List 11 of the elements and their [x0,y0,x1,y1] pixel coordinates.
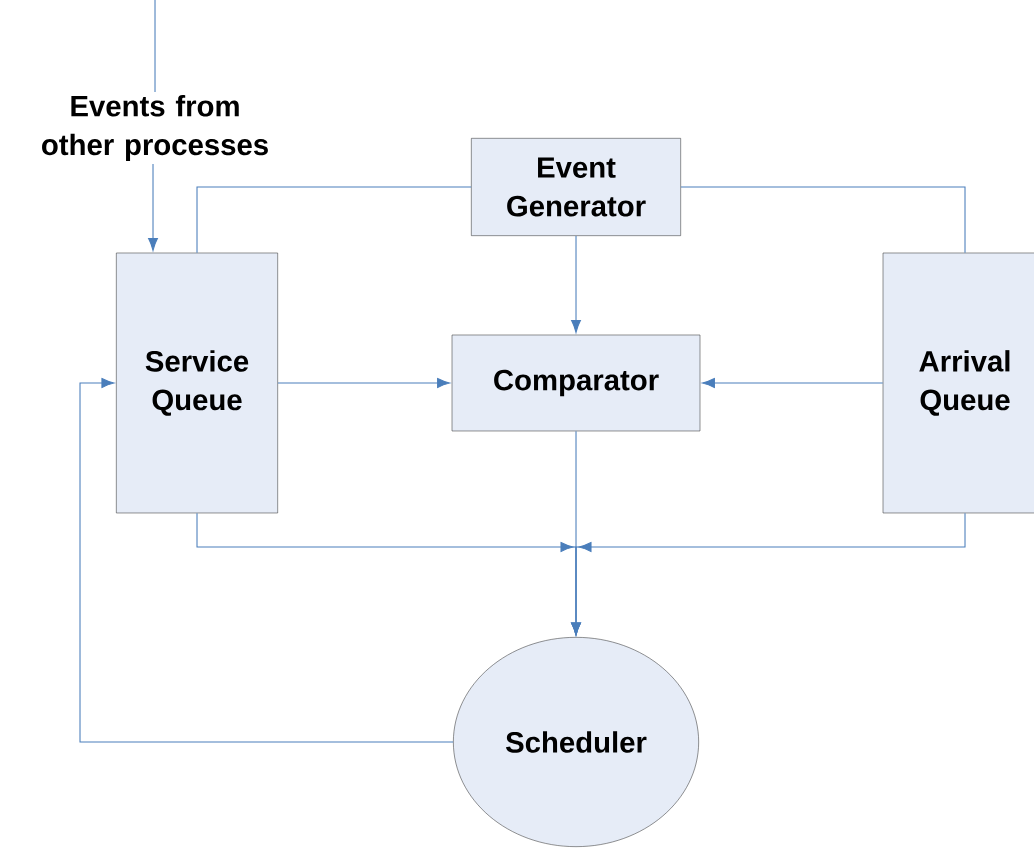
arrow [79,378,454,743]
arrow [571,235,581,333]
arrow [702,378,884,388]
queue-box: Arrival Queue [882,252,1034,514]
annotation-text: Events from other processes [42,95,268,161]
process-box: Event Generator [471,138,681,236]
arrow [148,163,158,251]
queue-box: Service Queue [116,252,278,514]
arrow [571,512,966,636]
process-box: Comparator [451,334,701,432]
arrow [277,378,450,388]
